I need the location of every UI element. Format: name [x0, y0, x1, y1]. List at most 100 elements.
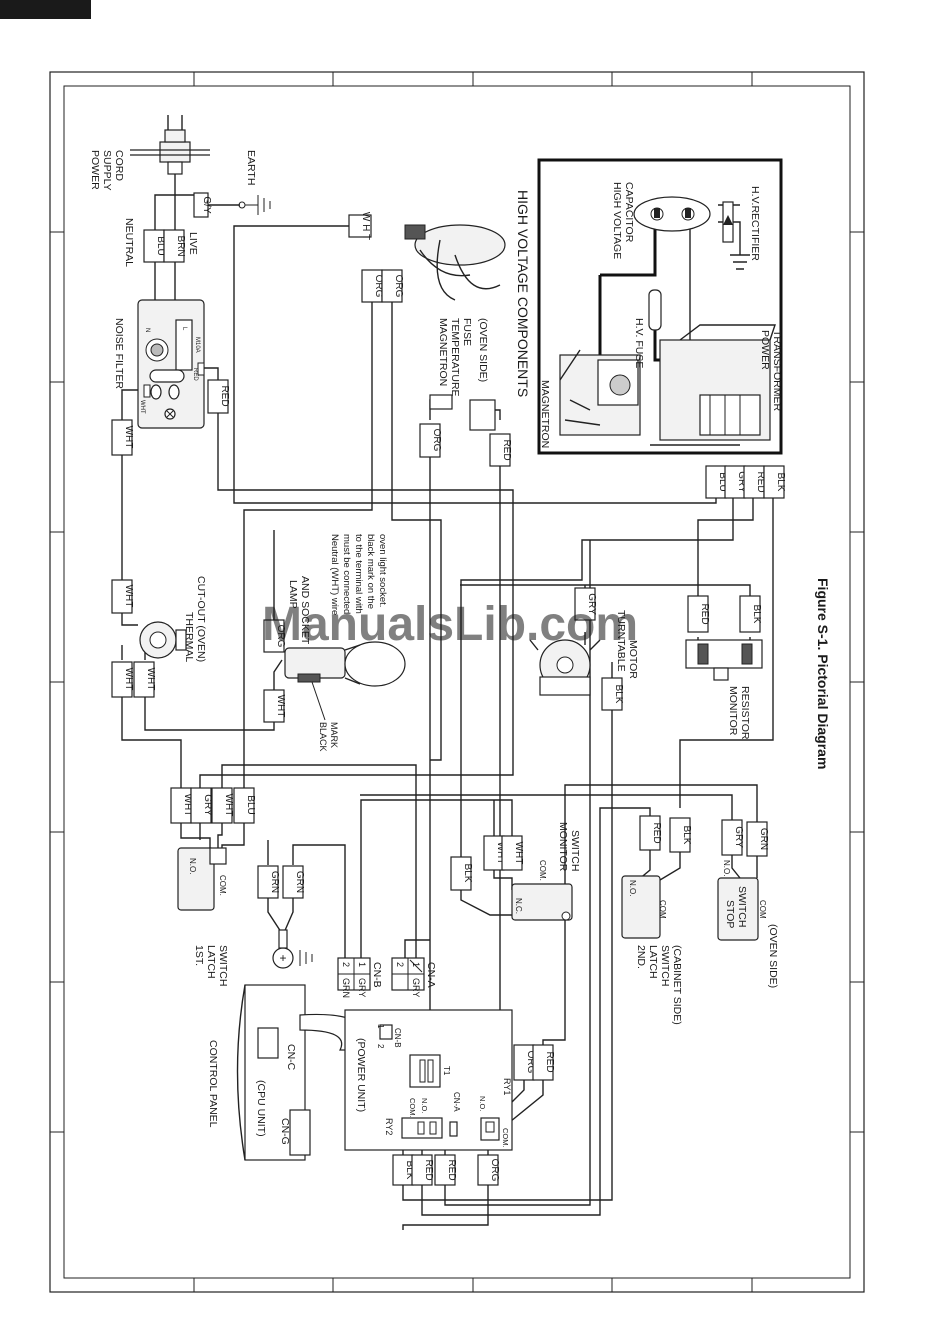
tag-hv-gry: GRY — [736, 471, 747, 493]
stop-switch — [717, 877, 759, 941]
label-ry2-com: COM. — [408, 1098, 417, 1118]
control-panel — [236, 984, 513, 1161]
tag-wht-fuse: W H T — [360, 212, 371, 240]
tag-hv-red: RED — [755, 471, 766, 492]
hv-fuse — [648, 289, 662, 331]
label-lamp-note-4: black mark on the — [365, 534, 376, 609]
label-cna-pin2: 2 — [395, 962, 405, 967]
noise-filter — [137, 299, 205, 429]
label-nf-wht: WHT — [139, 400, 145, 414]
label-sl-2: LATCH — [647, 945, 659, 979]
label-cord-3: CORD — [113, 150, 125, 181]
label-ss-side: (OVEN SIDE) — [767, 924, 779, 988]
labels: POWER SUPPLY CORD EARTH NEUTRAL LIVE NOI… — [89, 150, 831, 1148]
tag-org-fuse-2: ORG — [393, 275, 404, 298]
label-cp-cnc: CN-C — [285, 1044, 297, 1071]
label-cp-cng: CN-G — [279, 1118, 291, 1145]
label-ss-no: N.O. — [722, 860, 731, 876]
frame-ticks — [50, 72, 864, 1292]
label-cp-pin2: 2 — [376, 1044, 385, 1049]
label-mtf-2: TEMPERATURE — [449, 318, 461, 397]
tag-cp-blk: BLK — [404, 1161, 415, 1180]
tag-gy: G/Y — [201, 196, 212, 214]
label-hv-fuse: H.V. FUSE — [633, 318, 645, 368]
label-sl-1: 2ND. — [635, 945, 647, 969]
tag-blu-neutral: BLU — [155, 236, 166, 255]
magnetron-temperature-fuse — [404, 224, 506, 431]
tag-red-nf: RED — [219, 385, 230, 406]
label-nf-red: RED — [192, 368, 198, 381]
tag-fl-gry: GRY — [202, 794, 213, 816]
first-latch-switch — [177, 847, 227, 911]
label-fl-3: SWITCH — [217, 945, 229, 986]
tag-ms-wht-2: WHT — [513, 842, 524, 865]
label-mtf-4: (OVEN SIDE) — [477, 318, 489, 382]
tag-mr-blk: BLK — [751, 605, 762, 624]
thermal-cutout — [139, 621, 187, 659]
earth-terminal — [238, 195, 271, 215]
tag-fl-wht-2: WHT — [223, 794, 234, 817]
label-neutral: NEUTRAL — [123, 218, 135, 267]
label-nf-l: L — [181, 327, 187, 331]
power-transformer — [659, 324, 776, 441]
power-cord-plug — [130, 129, 210, 175]
tag-cp-red-1: RED — [423, 1159, 434, 1180]
tag-grn-1: GRN — [269, 871, 280, 893]
tag-sl-blk: BLK — [681, 826, 692, 845]
tag-cp-org: ORG — [489, 1159, 500, 1182]
label-noise-filter: NOISE FILTER — [113, 318, 125, 389]
label-cp-ry2: RY2 — [384, 1118, 394, 1135]
label-cnb: CN-B — [371, 962, 383, 988]
label-cp-pin1: 1 — [376, 1024, 385, 1029]
tag-grn-2: GRN — [294, 871, 305, 893]
tag-ms-wht-1: WHT — [495, 842, 506, 865]
label-rectifier: H.V.RECTIFIER — [749, 186, 761, 261]
svg-text:+: + — [279, 951, 286, 965]
tag-cp-red-2: RED — [446, 1159, 457, 1180]
label-lamp-note-3: to the terminal with — [353, 534, 364, 614]
tag-fl-blu: BLU — [245, 795, 256, 814]
label-mtf-3: FUSE — [461, 318, 473, 346]
tag-tt-gry: GRY — [586, 593, 597, 615]
label-ss-com: COM — [758, 900, 767, 919]
tag-tc-wht-1: WHT — [123, 585, 134, 608]
tag-ss-gry: GRY — [733, 826, 744, 848]
tag-tc-wht-3: WHT — [145, 668, 156, 691]
second-latch-switch — [621, 875, 661, 939]
label-sl-no: N.O. — [628, 880, 637, 896]
label-ms-nc: N.C. — [514, 898, 523, 914]
tag-red-fuse: RED — [501, 439, 512, 460]
label-transformer-1: POWER — [759, 330, 771, 370]
page-corner-tab — [0, 0, 91, 19]
tag-sl-red: RED — [651, 822, 662, 843]
label-cp-power: (POWER UNIT) — [355, 1038, 367, 1112]
tag-ry1-red: RED — [544, 1051, 555, 1072]
label-fl-2: LATCH — [205, 945, 217, 979]
label-black-mark-2: MARK — [329, 722, 339, 748]
label-black-mark-1: BLACK — [318, 722, 328, 752]
label-tt-2: MOTOR — [627, 640, 639, 679]
hv-rectifier — [722, 201, 734, 243]
label-cp-t1: T1 — [442, 1066, 451, 1076]
label-capacitor-1: HIGH VOLTAGE — [611, 182, 623, 259]
label-fl-com: COM. — [218, 875, 227, 896]
label-fl-1: 1ST. — [193, 945, 205, 966]
label-tc-1: THERMAL — [183, 612, 195, 662]
label-lamp-note-5: oven light socket. — [377, 534, 388, 607]
label-cnb-w1: GRY — [357, 978, 367, 997]
label-cp-title: CONTROL PANEL — [207, 1040, 219, 1128]
label-lamp-1: LAMP — [287, 580, 299, 609]
tag-org-fuse-3: ORG — [431, 429, 442, 452]
tag-fl-wht-1: WHT — [182, 794, 193, 817]
label-cna: CN-A — [425, 962, 437, 988]
tag-tc-wht-2: WHT — [123, 668, 134, 691]
label-cord-2: SUPPLY — [101, 150, 113, 191]
label-lamp-note-2: must be connected — [341, 534, 352, 614]
lamp-socket — [284, 641, 406, 721]
tag-tt-blk: BLK — [613, 685, 624, 704]
label-earth: EARTH — [245, 150, 257, 185]
tag-org-fuse-1: ORG — [373, 275, 384, 298]
tag-brn-live: BRN — [175, 235, 186, 256]
wire-tags: G/Y BLU BRN WHT RED W H T ORG ORG ORG RE… — [111, 192, 786, 1186]
label-mr-1: MONITOR — [727, 686, 739, 736]
